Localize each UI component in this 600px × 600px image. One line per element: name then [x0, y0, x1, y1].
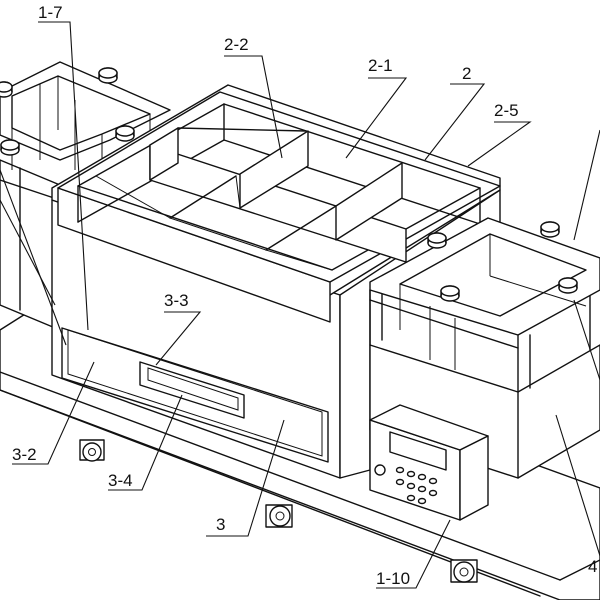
label-2-2: 2-2 [224, 35, 249, 54]
knob-left-2 [115, 125, 135, 142]
knob-right-2 [540, 221, 560, 238]
left-container [0, 61, 171, 331]
wheel-front-middle [265, 504, 293, 528]
knob-right-3 [440, 285, 460, 302]
label-4: 4 [588, 557, 597, 576]
drawer-handle-3-3 [139, 361, 245, 419]
callout-labels: 1-7 2-2 2-1 2 2-5 3-3 3-2 3-4 3 1-10 4 [12, 3, 597, 588]
knob-left-4 [0, 81, 13, 98]
label-3: 3 [216, 515, 225, 534]
wheel-front-left [79, 439, 105, 462]
label-2-5: 2-5 [494, 101, 519, 120]
knob-right-1 [427, 232, 447, 249]
label-3-3: 3-3 [164, 291, 189, 310]
leader-lines [0, 21, 600, 589]
control-box-1-10 [369, 404, 489, 521]
knob-right-4 [558, 277, 578, 294]
control-buttons [395, 466, 438, 505]
label-3-4: 3-4 [108, 471, 133, 490]
label-1-7: 1-7 [38, 3, 63, 22]
knob-left-1 [98, 67, 118, 84]
label-1-10: 1-10 [376, 569, 410, 588]
label-2: 2 [462, 64, 471, 83]
knob-left-3 [0, 139, 20, 156]
label-2-1: 2-1 [368, 56, 393, 75]
wheel-front-right [450, 559, 478, 583]
label-3-2: 3-2 [12, 445, 37, 464]
